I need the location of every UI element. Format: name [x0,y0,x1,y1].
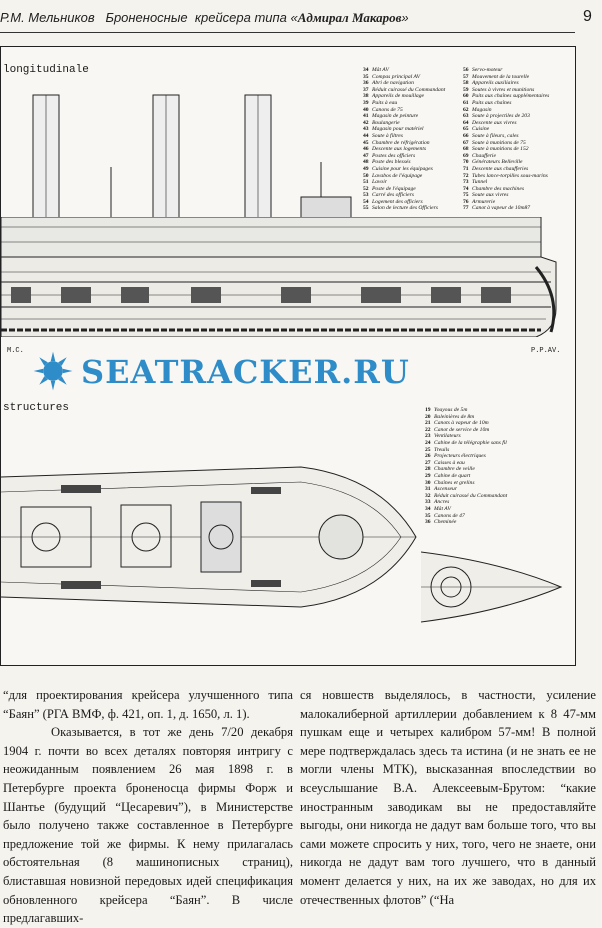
text-column-left: “для проектирования крейсера улучшенного… [3,686,293,928]
paragraph: “для проектирования крейсера улучшенного… [3,688,293,721]
paragraph: Оказывается, в тот же день 7/20 декабря … [3,725,293,926]
hull-section-drawing [1,217,557,337]
section-label-longitudinal: longitudinale [3,64,89,76]
bow-plan-drawing [421,551,563,623]
header-ship-name: Адмирал Макаров [297,10,402,25]
watermark-text: SEATRACKER.RU [81,353,410,391]
header-close-quote: » [401,10,409,25]
ms-label: M.C. [7,347,24,355]
running-header: Р.М. Мельников Броненосные крейсера типа… [0,10,409,26]
bow-label: P.P.AV. [531,347,561,355]
section-label-structures: structures [3,402,70,414]
header-author-title: Р.М. Мельников Броненосные крейсера типа… [0,10,298,25]
deck-plan-drawing [1,466,417,608]
watermark-sun-logo [33,351,73,391]
header-rule [0,32,575,33]
page-number: 9 [583,8,592,25]
ship-drawing-figure: longitudinale structures M.C. P.P.AV. [0,46,576,666]
